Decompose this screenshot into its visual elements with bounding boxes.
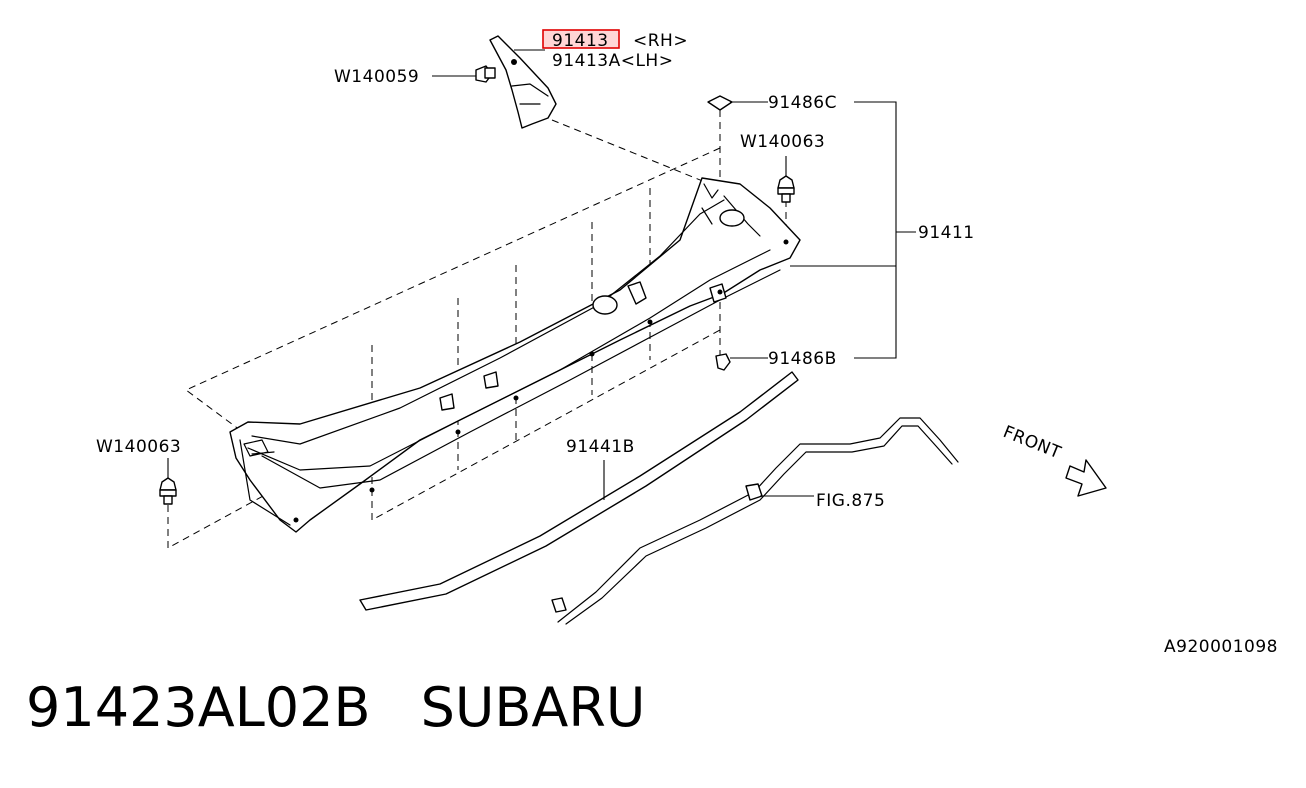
label-front: FRONT [1000, 422, 1064, 463]
cowl-bracket-rh[interactable] [489, 35, 557, 129]
clip-right[interactable] [777, 175, 795, 203]
front-indicator: FRONT [1000, 422, 1107, 497]
label-seal-clip-top[interactable]: 91486C [768, 93, 837, 113]
label-rh-part[interactable]: 91413 [552, 31, 609, 51]
label-clip-right[interactable]: W140063 [740, 132, 825, 152]
label-drawing-id: A920001098 [1164, 637, 1278, 657]
label-clip-top[interactable]: W140059 [334, 67, 419, 87]
highlight-box [542, 29, 620, 49]
label-panel[interactable]: 91411 [918, 223, 975, 243]
caption-part-number: 91423AL02B [26, 676, 371, 739]
weatherstrip[interactable] [359, 371, 799, 611]
seal-clip-top[interactable] [707, 95, 733, 111]
front-arrow-icon [1065, 459, 1107, 497]
clip-left[interactable] [159, 477, 177, 505]
label-rh-suffix: <RH> [633, 31, 688, 51]
cowl-panel[interactable] [229, 177, 801, 533]
label-fig-ref[interactable]: FIG.875 [816, 491, 885, 511]
label-weatherstrip[interactable]: 91441B [566, 437, 635, 457]
label-lh-part[interactable]: 91413A<LH> [552, 51, 673, 71]
washer-hose[interactable] [551, 417, 959, 625]
caption-brand: SUBARU [420, 676, 646, 739]
clip-w140059[interactable] [475, 65, 496, 83]
leader-lines [167, 49, 916, 500]
seal-clip-bottom[interactable] [715, 353, 731, 371]
label-clip-left[interactable]: W140063 [96, 437, 181, 457]
label-seal-clip-bottom[interactable]: 91486B [768, 349, 837, 369]
